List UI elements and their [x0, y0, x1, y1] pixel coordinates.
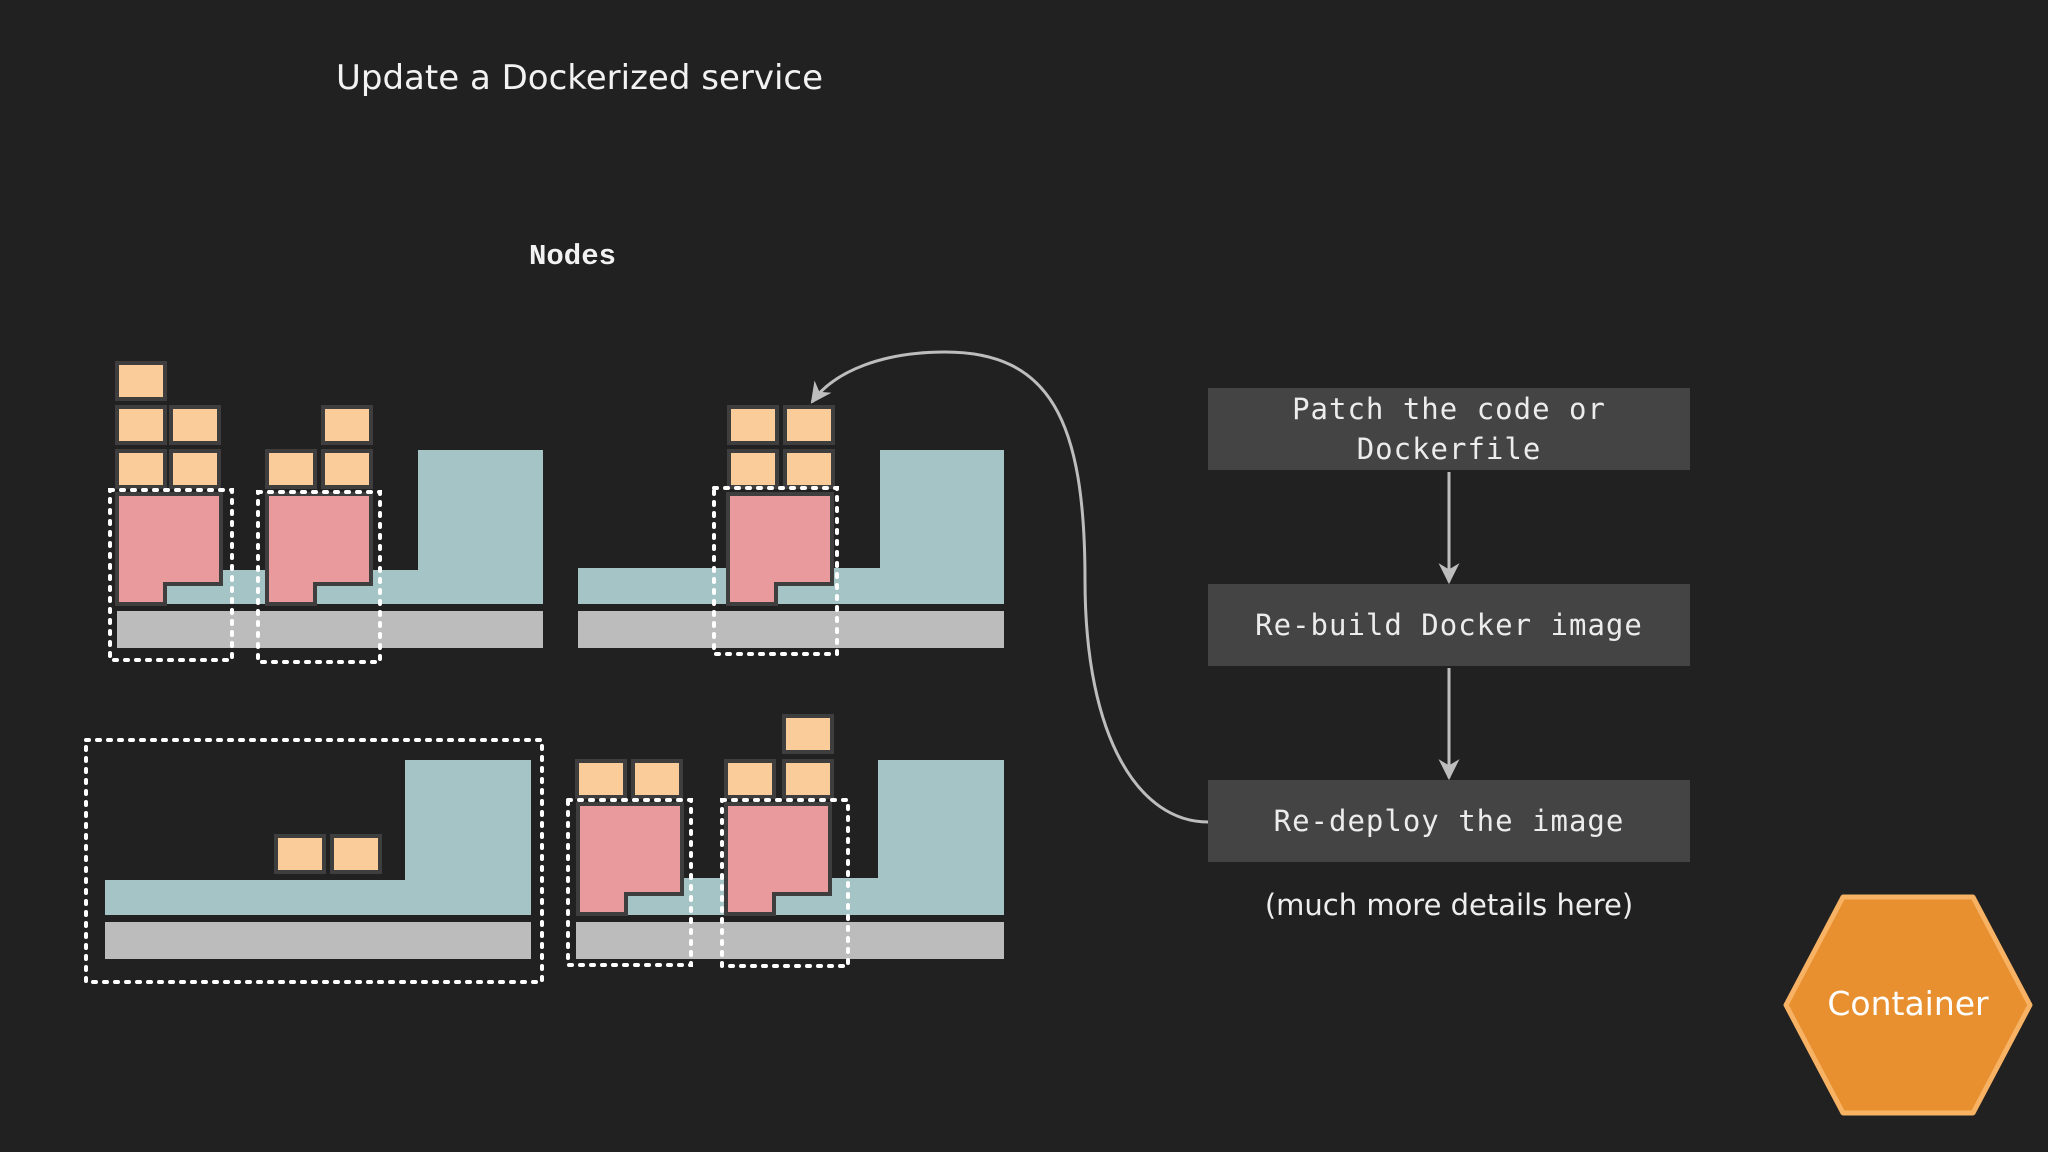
node-capacity — [117, 450, 543, 604]
step-rebuild-image: Re-build Docker image — [1208, 584, 1690, 666]
container-block — [274, 834, 326, 874]
container-legend-label: Container — [1827, 984, 1989, 1023]
task-outline — [712, 486, 839, 656]
container-block — [321, 405, 373, 445]
container-block — [265, 449, 317, 489]
container-block — [115, 405, 167, 445]
container-block — [115, 361, 167, 401]
redeploy-arrow — [810, 350, 1209, 824]
node-capacity — [578, 450, 1004, 604]
container-block — [727, 449, 779, 489]
node-base — [578, 611, 1004, 648]
container-block — [727, 405, 779, 445]
node-2 — [578, 405, 1004, 656]
node-3 — [84, 738, 544, 984]
container-block — [575, 759, 627, 799]
details-note: (much more details here) — [1264, 888, 1634, 922]
container-block — [330, 834, 382, 874]
node-capacity — [576, 760, 1004, 915]
step-patch-code: Patch the code or Dockerfile — [1208, 388, 1690, 470]
task-outline — [256, 490, 382, 664]
container-block — [724, 759, 776, 799]
service-block — [576, 802, 684, 916]
node-capacity — [105, 760, 531, 915]
container-block — [115, 449, 167, 489]
node-base — [576, 922, 1004, 959]
container-block — [631, 759, 683, 799]
task-outline — [108, 488, 234, 662]
node-base — [105, 922, 531, 959]
container-block — [321, 449, 373, 489]
node-base — [117, 611, 543, 648]
task-outline — [720, 798, 850, 968]
container-legend-hexagon — [1783, 894, 2033, 1116]
step-redeploy-image: Re-deploy the image — [1208, 780, 1690, 862]
container-block — [782, 759, 834, 799]
container-block — [169, 449, 221, 489]
nodes-label: Nodes — [528, 240, 616, 273]
service-block — [724, 802, 832, 916]
task-outline — [84, 738, 544, 984]
node-4 — [566, 714, 1004, 968]
service-block — [726, 492, 834, 606]
service-block — [115, 492, 223, 606]
container-block — [783, 449, 835, 489]
task-outline — [566, 798, 693, 967]
container-block — [169, 405, 221, 445]
node-1 — [108, 361, 543, 664]
container-block — [782, 714, 834, 754]
container-block — [783, 405, 835, 445]
slide-title: Update a Dockerized service — [336, 58, 824, 98]
